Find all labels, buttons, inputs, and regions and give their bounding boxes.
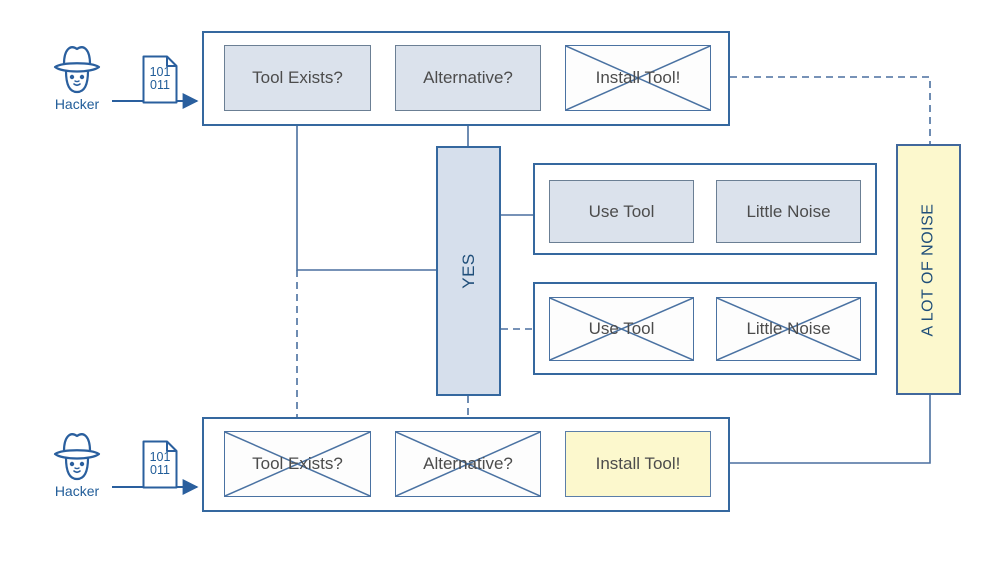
connector-toolexists-to-yes xyxy=(296,126,436,417)
node-install-tool-top-crossed: Install Tool! xyxy=(565,45,711,111)
binary-document-icon-top: 101 011 xyxy=(142,55,178,104)
node-use-tool-crossed: Use Tool xyxy=(549,297,694,361)
cross-out-icon xyxy=(225,432,370,496)
node-install-tool-bottom-highlighted: Install Tool! xyxy=(565,431,711,497)
node-tool-exists-bottom-crossed: Tool Exists? xyxy=(224,431,371,497)
binary-text-top: 101 011 xyxy=(149,65,171,92)
connector-topflow-to-noise xyxy=(730,76,931,144)
node-little-noise-crossed: Little Noise xyxy=(716,297,861,361)
hacker-label-bottom: Hacker xyxy=(54,483,100,499)
binary-document-icon-bottom: 101 011 xyxy=(142,440,178,489)
node-tool-exists-top: Tool Exists? xyxy=(224,45,371,111)
node-alternative-top: Alternative? xyxy=(395,45,541,111)
cross-out-icon xyxy=(717,298,860,360)
cross-out-icon xyxy=(396,432,540,496)
hacker-icon-bottom xyxy=(53,433,101,481)
node-alternative-bottom-crossed: Alternative? xyxy=(395,431,541,497)
inner-connectors xyxy=(371,77,716,465)
cross-out-icon xyxy=(550,298,693,360)
cross-out-icon xyxy=(566,46,710,110)
yes-box: YES xyxy=(436,146,501,396)
hacker-label-top: Hacker xyxy=(54,96,100,112)
a-lot-of-noise-box: A LOT OF NOISE xyxy=(896,144,961,395)
node-use-tool: Use Tool xyxy=(549,180,694,243)
hacker-icon-top xyxy=(53,46,101,94)
node-little-noise: Little Noise xyxy=(716,180,861,243)
connector-noise-to-bottomflow xyxy=(730,395,931,464)
binary-text-bottom: 101 011 xyxy=(149,450,171,477)
